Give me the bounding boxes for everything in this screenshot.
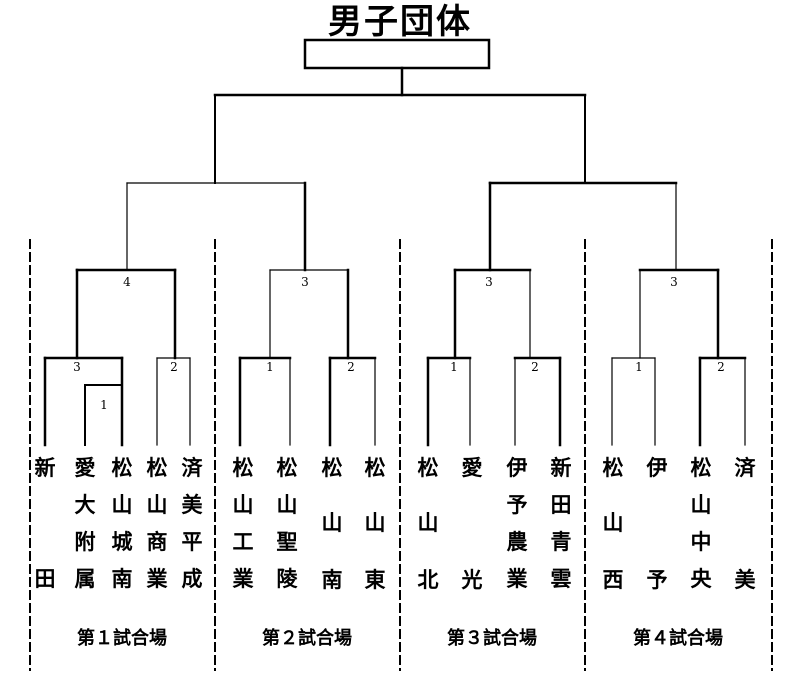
match-number: 1 xyxy=(96,399,112,411)
team-name: 松山東 xyxy=(364,456,386,592)
team-name: 松山工業 xyxy=(232,456,254,591)
venue-label: 第３試合場 xyxy=(447,628,537,649)
team-name: 新田青雲 xyxy=(550,456,572,591)
match-number: 2 xyxy=(527,361,543,373)
match-number: 1 xyxy=(631,361,647,373)
venue-label: 第１試合場 xyxy=(77,628,167,649)
match-number: 3 xyxy=(666,276,682,288)
team-name: 伊予農業 xyxy=(506,456,528,591)
match-number: 2 xyxy=(713,361,729,373)
team-name: 松山城南 xyxy=(111,456,133,591)
match-number: 1 xyxy=(262,361,278,373)
match-number: 1 xyxy=(446,361,462,373)
team-name: 済美平成 xyxy=(181,456,203,591)
team-name: 松山商業 xyxy=(146,456,168,591)
team-name: 松山南 xyxy=(321,456,343,592)
venue-label: 第２試合場 xyxy=(262,628,352,649)
team-name: 済美 xyxy=(734,456,756,592)
team-name: 松山聖陵 xyxy=(276,456,298,591)
match-number: 4 xyxy=(119,276,135,288)
team-name: 松山中央 xyxy=(690,456,712,591)
match-number: 3 xyxy=(297,276,313,288)
match-number: 3 xyxy=(69,361,85,373)
team-name: 愛大附属 xyxy=(74,456,96,591)
bracket-title: 男子団体 xyxy=(328,2,472,42)
winner-box xyxy=(303,38,491,70)
team-name: 新田 xyxy=(34,456,56,591)
match-number: 2 xyxy=(343,361,359,373)
match-number: 3 xyxy=(481,276,497,288)
team-name: 伊予 xyxy=(646,456,668,592)
team-name: 愛光 xyxy=(461,456,483,592)
team-name: 松山北 xyxy=(417,456,439,592)
venue-label: 第４試合場 xyxy=(633,628,723,649)
team-name: 松山西 xyxy=(602,456,624,592)
match-number: 2 xyxy=(166,361,182,373)
